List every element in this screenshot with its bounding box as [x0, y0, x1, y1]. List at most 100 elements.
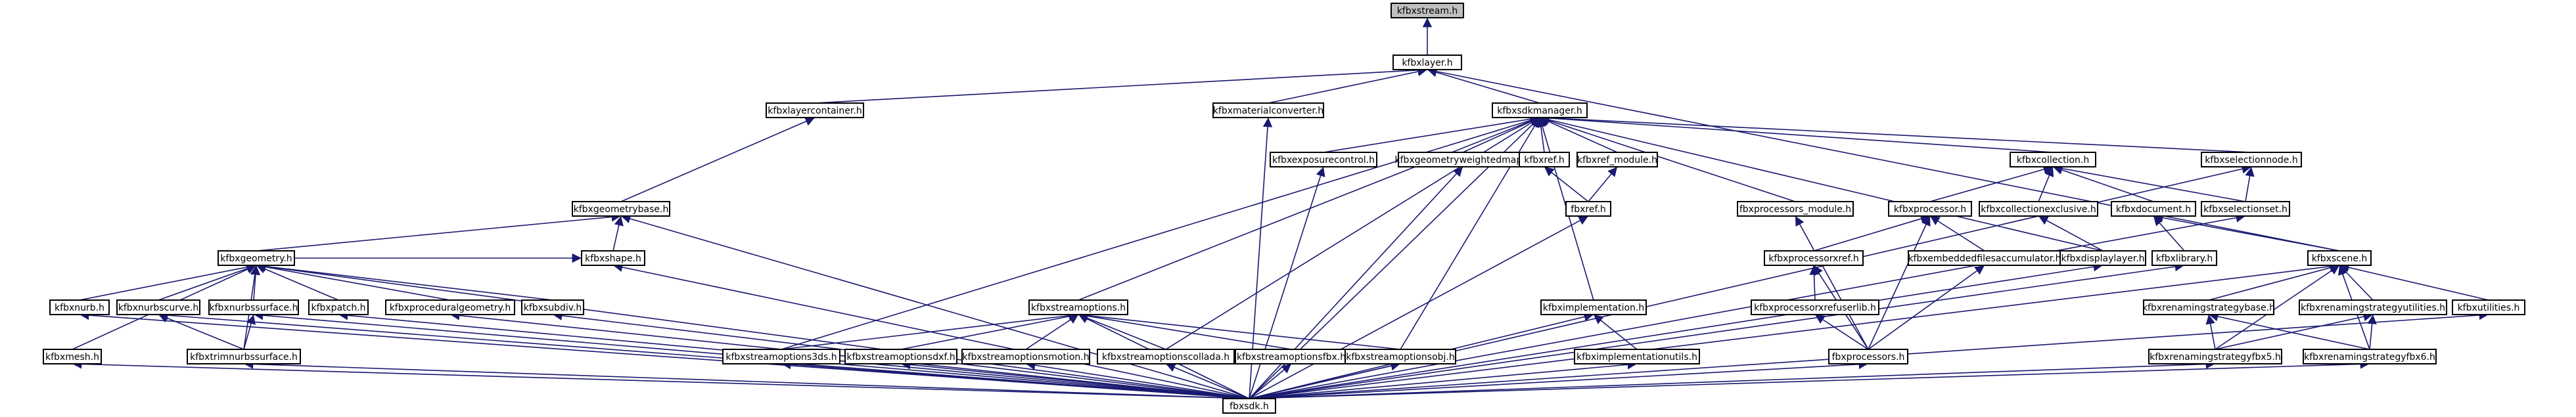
node-label-kfbxexposurecontrol: kfbxexposurecontrol.h: [1272, 155, 1375, 165]
node-kfbxshape[interactable]: kfbxshape.h: [581, 250, 645, 266]
node-fbxprocessors[interactable]: fbxprocessors.h: [1828, 349, 1908, 364]
node-kfbxnurb[interactable]: kfbxnurb.h: [49, 299, 110, 315]
node-box-kfbxutilities: [2452, 299, 2525, 315]
node-kfbxlibrary[interactable]: kfbxlibrary.h: [2151, 250, 2217, 266]
node-kfbxgeometryweightedmap[interactable]: kfbxgeometryweightedmap.h: [1394, 152, 1531, 167]
node-box-kfbximplementation: [1540, 299, 1647, 315]
node-kfbxproceduralgeometry[interactable]: kfbxproceduralgeometry.h: [385, 299, 515, 315]
node-box-kfbxpatch: [308, 299, 369, 315]
edge-kfbxcollection-to-kfbxsdkmanager: [1539, 113, 2054, 153]
node-kfbxdocument[interactable]: kfbxdocument.h: [2111, 201, 2196, 217]
node-box-kfbxmaterialconverter: [1212, 102, 1324, 118]
node-kfbxgeometrybase[interactable]: kfbxgeometrybase.h: [572, 201, 670, 217]
node-kfbxprocessorxrefuserlib[interactable]: kfbxprocessorxrefuserlib.h: [1751, 299, 1879, 315]
node-label-kfbxrenamingstrategyfbx6: kfbxrenamingstrategyfbx6.h: [2304, 352, 2435, 362]
node-kfbxstreamoptionsobj[interactable]: kfbxstreamoptionsobj.h: [1345, 349, 1456, 364]
node-label-kfbxstreamoptionsobj: kfbxstreamoptionsobj.h: [1346, 352, 1455, 362]
node-kfbxgeometry[interactable]: kfbxgeometry.h: [218, 250, 295, 266]
edge-kfbxstreamoptionscollada-to-kfbxstreamoptions: [1078, 313, 1166, 350]
node-kfbxref_module[interactable]: kfbxref_module.h: [1576, 152, 1658, 167]
node-kfbxstreamoptionscollada[interactable]: kfbxstreamoptionscollada.h: [1097, 349, 1235, 364]
node-box-kfbxstreamoptionscollada: [1097, 349, 1235, 364]
node-label-kfbxgeometrybase: kfbxgeometrybase.h: [574, 204, 669, 215]
edge-kfbxgeometrybase-to-kfbxlayercontainer: [620, 117, 816, 202]
node-kfbxstreamoptions[interactable]: kfbxstreamoptions.h: [1028, 299, 1128, 315]
edge-kfbxgeometry-to-kfbxgeometrybase: [256, 212, 622, 252]
edge-kfbxtrimnurbssurface-to-kfbxnurbssurface: [243, 314, 256, 350]
node-kfbxtrimnurbssurface[interactable]: kfbxtrimnurbssurface.h: [187, 349, 301, 364]
node-box-kfbxstreamoptions3ds: [722, 349, 840, 364]
node-kfbxstreamoptions3ds[interactable]: kfbxstreamoptions3ds.h: [722, 349, 840, 364]
edge-kfbxrenamingstrategyfbx5-to-kfbxrenamingstrategybase: [2205, 314, 2216, 350]
node-box-kfbxstreamoptions: [1028, 299, 1128, 315]
node-label-kfbxlayer: kfbxlayer.h: [1402, 58, 1452, 68]
edge-fbxsdk-to-kfbxstreamoptionsfbx: [1249, 363, 1292, 399]
nodes-layer: kfbxstream.hkfbxlayer.hkfbxlayercontaine…: [43, 3, 2525, 414]
node-box-kfbxselectionnode: [2201, 152, 2302, 167]
node-box-kfbxstream: [1391, 3, 1464, 18]
node-kfbxcollectionexclusive[interactable]: kfbxcollectionexclusive.h: [1979, 201, 2098, 217]
node-kfbxnurbssurface[interactable]: kfbxnurbssurface.h: [208, 299, 299, 315]
node-box-fbxref: [1565, 201, 1611, 217]
node-kfbxnurbscurve[interactable]: kfbxnurbscurve.h: [116, 299, 200, 315]
node-label-kfbxprocessorxref: kfbxprocessorxref.h: [1768, 253, 1859, 264]
node-kfbxrenamingstrategyfbx6[interactable]: kfbxrenamingstrategyfbx6.h: [2303, 349, 2437, 364]
edge-fbxprocessors-to-fbxprocessors_module: [1795, 215, 1869, 350]
node-kfbxcollection[interactable]: kfbxcollection.h: [2010, 152, 2096, 167]
edge-fbxprocessors_module-to-kfbxsdkmanager: [1539, 116, 1796, 202]
node-box-kfbxrenamingstrategyutilities: [2299, 299, 2447, 315]
node-fbxsdk[interactable]: fbxsdk.h: [1222, 398, 1276, 414]
node-kfbxrenamingstrategyutilities[interactable]: kfbxrenamingstrategyutilities.h: [2299, 299, 2447, 315]
node-kfbxrenamingstrategybase[interactable]: kfbxrenamingstrategybase.h: [2142, 299, 2275, 315]
node-kfbxpatch[interactable]: kfbxpatch.h: [308, 299, 369, 315]
node-kfbxlayercontainer[interactable]: kfbxlayercontainer.h: [766, 102, 864, 118]
node-kfbxselectionnode[interactable]: kfbxselectionnode.h: [2201, 152, 2302, 167]
node-kfbxexposurecontrol[interactable]: kfbxexposurecontrol.h: [1270, 152, 1377, 167]
node-label-kfbxprocessor: kfbxprocessor.h: [1894, 204, 1966, 215]
node-box-fbxprocessors: [1828, 349, 1908, 364]
node-kfbxembeddedfilesaccumulator[interactable]: kfbxembeddedfilesaccumulator.h: [1908, 250, 2061, 266]
node-fbxref[interactable]: fbxref.h: [1565, 201, 1611, 217]
edge-fbxsdk-to-kfbxmesh: [72, 359, 1250, 399]
node-kfbxmesh[interactable]: kfbxmesh.h: [43, 349, 102, 364]
node-box-kfbxsubdiv: [521, 299, 584, 315]
node-kfbxstreamoptionsfbx[interactable]: kfbxstreamoptionsfbx.h: [1235, 349, 1348, 364]
node-label-kfbxprocessorxrefuserlib: kfbxprocessorxrefuserlib.h: [1754, 303, 1876, 313]
node-kfbxsdkmanager[interactable]: kfbxsdkmanager.h: [1492, 102, 1588, 118]
node-kfbxutilities[interactable]: kfbxutilities.h: [2452, 299, 2525, 315]
node-kfbxprocessor[interactable]: kfbxprocessor.h: [1888, 201, 1972, 217]
node-label-kfbxcollection: kfbxcollection.h: [2017, 155, 2089, 165]
edge-kfbxrenamingstrategybase-to-kfbxscene: [2208, 263, 2340, 301]
node-label-kfbxlibrary: kfbxlibrary.h: [2156, 253, 2213, 264]
node-fbxprocessors_module[interactable]: fbxprocessors_module.h: [1737, 201, 1854, 217]
node-label-kfbximplementationutils: kfbximplementationutils.h: [1576, 352, 1697, 362]
node-kfbxprocessorxref[interactable]: kfbxprocessorxref.h: [1764, 250, 1864, 266]
node-kfbxstreamoptionsdxf[interactable]: kfbxstreamoptionsdxf.h: [844, 349, 957, 364]
node-kfbxlayer[interactable]: kfbxlayer.h: [1392, 55, 1462, 70]
edge-kfbxtrimnurbssurface-to-kfbxnurbscurve: [158, 313, 244, 350]
node-kfbxmaterialconverter[interactable]: kfbxmaterialconverter.h: [1212, 102, 1324, 118]
edge-kfbxrenamingstrategyfbx6-to-kfbxrenamingstrategybase: [2208, 312, 2370, 350]
node-kfbximplementationutils[interactable]: kfbximplementationutils.h: [1574, 349, 1700, 364]
node-kfbxscene[interactable]: kfbxscene.h: [2307, 250, 2372, 266]
edge-fbxsdk-to-kfbxstreamoptions3ds: [781, 359, 1250, 399]
node-kfbxrenamingstrategyfbx5[interactable]: kfbxrenamingstrategyfbx5.h: [2148, 349, 2282, 364]
edge-fbxsdk-to-kfbximplementationutils: [1249, 360, 1638, 399]
node-label-kfbxref_module: kfbxref_module.h: [1577, 155, 1657, 165]
node-box-kfbxcollection: [2010, 152, 2096, 167]
node-box-fbxprocessors_module: [1737, 201, 1854, 217]
node-box-kfbxlayer: [1392, 55, 1462, 70]
node-label-kfbximplementation: kfbximplementation.h: [1543, 303, 1644, 313]
edge-kfbxselectionset-to-kfbxselectionnode: [2245, 166, 2255, 202]
node-kfbxdisplaylayer[interactable]: kfbxdisplaylayer.h: [2059, 250, 2146, 266]
node-kfbxref[interactable]: kfbxref.h: [1519, 152, 1570, 167]
node-kfbximplementation[interactable]: kfbximplementation.h: [1540, 299, 1647, 315]
node-label-kfbxdisplaylayer: kfbxdisplaylayer.h: [2061, 253, 2144, 264]
node-kfbxselectionset[interactable]: kfbxselectionset.h: [2201, 201, 2290, 217]
edge-kfbximplementationutils-to-kfbximplementation: [1593, 314, 1638, 350]
node-kfbxsubdiv[interactable]: kfbxsubdiv.h: [521, 299, 584, 315]
edge-kfbxscene-to-kfbxlayer: [1427, 66, 2340, 252]
edge-kfbxpatch-to-kfbxgeometry: [256, 264, 339, 301]
node-label-kfbxproceduralgeometry: kfbxproceduralgeometry.h: [390, 303, 511, 313]
node-kfbxstreamoptionsmotion[interactable]: kfbxstreamoptionsmotion.h: [961, 349, 1090, 364]
